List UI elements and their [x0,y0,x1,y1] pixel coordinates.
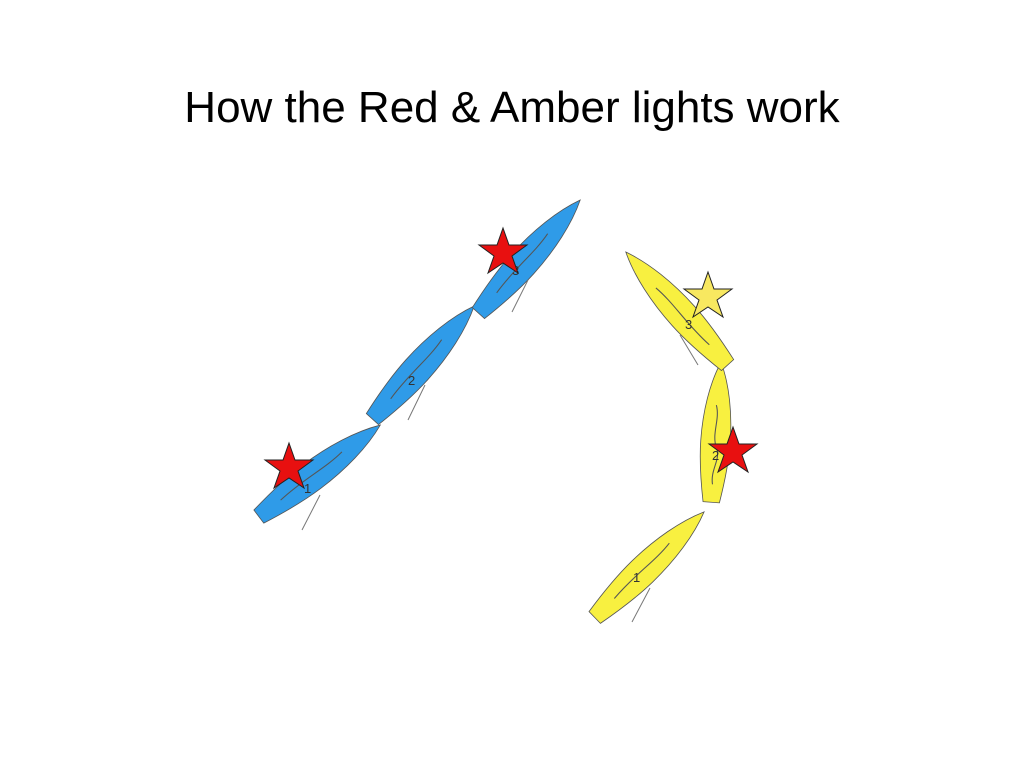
blue-boat-2-number: 2 [408,373,415,388]
yellow-boat-2-hull [696,360,737,504]
yellow-boat-3-wake [679,334,699,366]
yellow-boat-1-hull [584,500,715,629]
blue-boat-1-hull [249,412,390,529]
blue-boat-1 [249,412,390,529]
yellow-boat-2-number: 2 [712,448,719,463]
blue-boat-1-sail [280,451,343,501]
blue-boat-2 [361,295,486,430]
blue-boat-2-wake [407,384,426,421]
yellow-boat-3 [614,241,739,376]
red-star-blue-boat-1 [263,441,315,490]
yellow-boat-3-sail [655,287,710,346]
yellow-boat-1-wake [631,587,651,623]
blue-boat-3-hull [467,189,592,324]
red-star-blue-boat-3 [477,226,529,275]
blue-boat-1-number: 1 [304,481,311,496]
yellow-boat-2 [696,360,737,504]
amber-star-yellow-boat-3 [682,270,734,319]
yellow-boat-3-number: 3 [685,317,692,332]
yellow-boat-1 [584,500,715,629]
red-star-yellow-boat-2 [707,425,759,474]
blue-boat-2-hull [361,295,486,430]
blue-boat-3 [467,189,592,324]
blue-boat-2-sail [390,339,443,400]
blue-boat-3-sail [496,233,549,294]
yellow-boat-1-sail [613,542,670,599]
yellow-boat-1-number: 1 [633,570,640,585]
blue-boat-3-wake [511,279,529,313]
slide-title: How the Red & Amber lights work [184,83,840,132]
blue-boat-1-wake [301,494,321,531]
